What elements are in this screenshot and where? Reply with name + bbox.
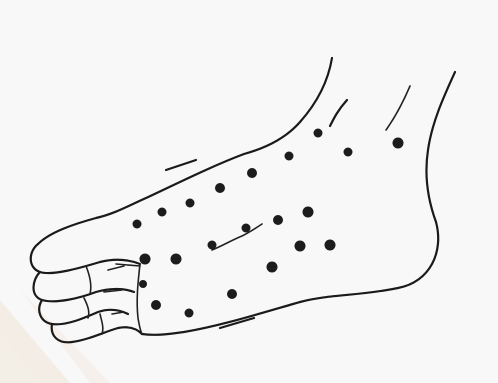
measurement-point <box>185 309 194 318</box>
measurement-point <box>344 148 353 157</box>
measurement-point <box>139 280 147 288</box>
measurement-point <box>151 300 161 310</box>
measurement-point <box>285 152 294 161</box>
measurement-points <box>133 129 404 318</box>
measurement-point <box>295 241 306 252</box>
measurement-point <box>242 224 251 233</box>
measurement-point <box>303 207 314 218</box>
measurement-point <box>215 183 225 193</box>
measurement-point <box>227 289 237 299</box>
measurement-point <box>247 168 257 178</box>
measurement-point <box>208 241 217 250</box>
measurement-point <box>171 254 182 265</box>
heel-sole-outline <box>142 222 438 335</box>
measurement-point <box>273 215 283 225</box>
measurement-point <box>267 262 278 273</box>
dorsum-outline <box>38 154 244 244</box>
measurement-point <box>158 208 167 217</box>
measurement-point <box>393 138 404 149</box>
leg-outline <box>244 58 455 222</box>
measurement-point <box>314 129 323 138</box>
measurement-point <box>186 199 195 208</box>
measurement-point <box>325 240 336 251</box>
measurement-point <box>133 220 142 229</box>
measurement-point <box>140 254 151 265</box>
toes-outline <box>31 244 142 342</box>
